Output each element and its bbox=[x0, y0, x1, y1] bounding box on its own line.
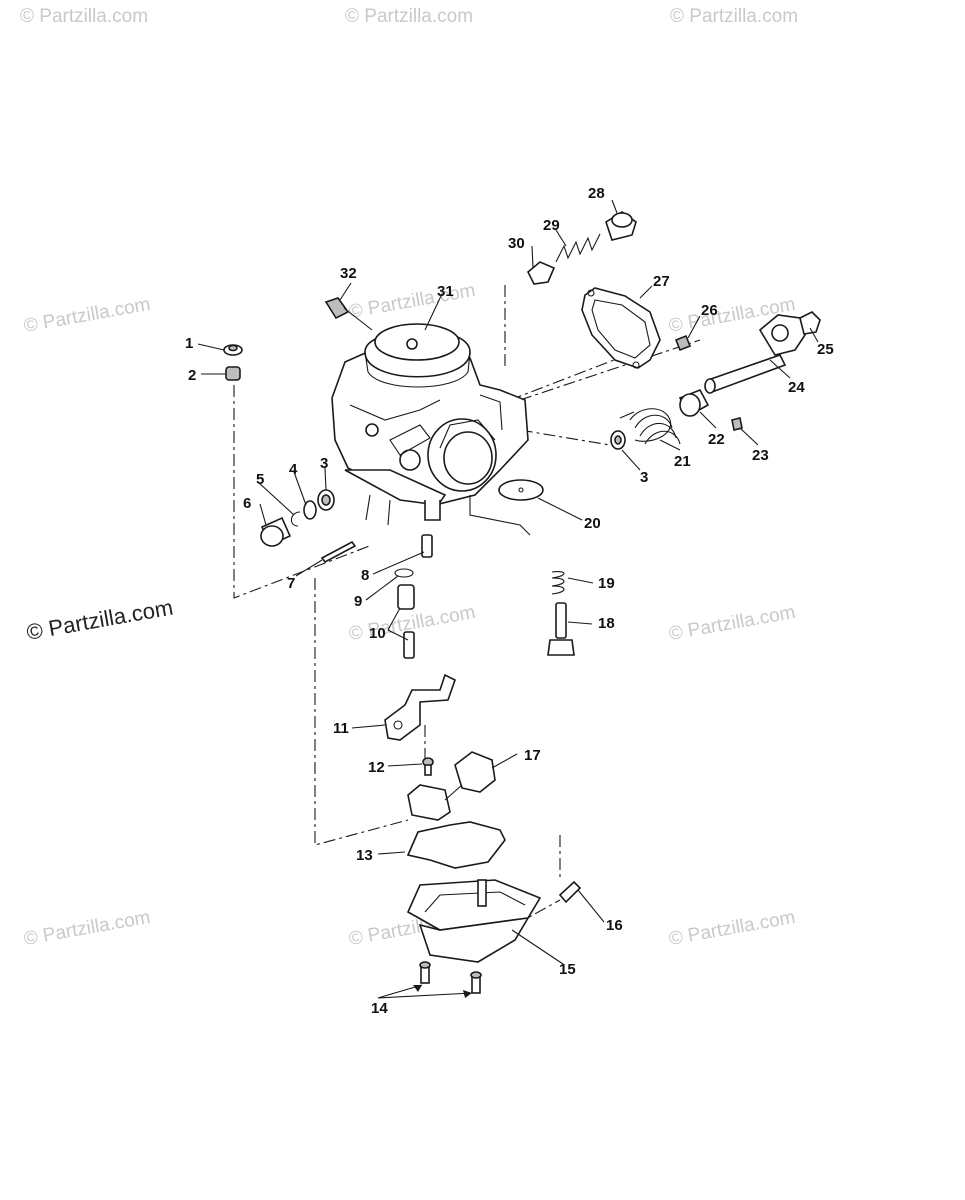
part-21-spring bbox=[619, 408, 681, 445]
part-11-bracket bbox=[384, 673, 456, 741]
part-label-9: 9 bbox=[354, 593, 362, 610]
part-3-washer-right bbox=[610, 430, 626, 450]
part-label-11: 11 bbox=[333, 720, 349, 737]
part-label-31: 31 bbox=[437, 283, 454, 300]
part-23-screw bbox=[731, 417, 743, 431]
part-label-5: 5 bbox=[256, 471, 264, 488]
part-label-1: 1 bbox=[185, 335, 193, 352]
part-6-cap bbox=[260, 516, 292, 547]
part-label-32: 32 bbox=[340, 265, 357, 282]
part-17-float bbox=[407, 751, 496, 821]
part-labels: 1 2 3 3 4 5 6 7 8 9 10 11 12 13 14 15 16… bbox=[185, 185, 834, 1017]
watermark-text: © Partzilla.com bbox=[22, 294, 152, 337]
part-label-12: 12 bbox=[368, 759, 385, 776]
part-29-spring bbox=[555, 233, 601, 263]
part-32-screw bbox=[324, 297, 373, 331]
part-4-oring bbox=[303, 500, 317, 520]
part-label-13: 13 bbox=[356, 847, 373, 864]
part-label-29: 29 bbox=[543, 217, 560, 234]
part-26-screw bbox=[674, 334, 692, 352]
part-label-16: 16 bbox=[606, 917, 623, 934]
part-label-2: 2 bbox=[188, 367, 196, 384]
carburetor-body bbox=[331, 323, 531, 536]
part-label-15: 15 bbox=[559, 961, 576, 978]
part-10-needle-valve bbox=[397, 584, 415, 659]
part-12-screw bbox=[422, 757, 434, 776]
watermark-text: © Partzilla.com bbox=[347, 280, 477, 323]
part-label-7: 7 bbox=[287, 575, 295, 592]
part-label-10: 10 bbox=[369, 625, 386, 642]
part-5-clip bbox=[290, 511, 301, 527]
arrowheads bbox=[413, 985, 472, 998]
part-30-plunger bbox=[527, 261, 556, 285]
part-28-cap bbox=[605, 211, 637, 241]
part-label-23: 23 bbox=[752, 447, 769, 464]
watermark-text: © Partzilla.com bbox=[667, 602, 797, 645]
part-22-bushing bbox=[678, 388, 710, 417]
watermark-text: © Partzilla.com bbox=[667, 907, 797, 950]
part-label-3: 3 bbox=[320, 455, 328, 472]
part-label-8: 8 bbox=[361, 567, 369, 584]
part-label-24: 24 bbox=[788, 379, 805, 396]
part-label-28: 28 bbox=[588, 185, 605, 202]
watermark-text: © Partzilla.com bbox=[345, 6, 473, 27]
part-25-nut bbox=[799, 311, 821, 335]
watermark-text: © Partzilla.com bbox=[670, 6, 798, 27]
part-1-cap bbox=[223, 344, 243, 356]
part-label-30: 30 bbox=[508, 235, 525, 252]
part-16-screw bbox=[558, 880, 582, 904]
part-label-25: 25 bbox=[817, 341, 834, 358]
part-2-plug bbox=[225, 366, 241, 381]
part-label-21: 21 bbox=[674, 453, 691, 470]
part-label-6: 6 bbox=[243, 495, 251, 512]
part-9-oring bbox=[394, 568, 414, 578]
part-15-float-bowl bbox=[406, 879, 542, 963]
part-label-3: 3 bbox=[640, 469, 648, 486]
part-18-pilot-screw bbox=[547, 602, 575, 656]
part-19-spring bbox=[551, 571, 565, 595]
watermark-main-text: © Partzilla.com bbox=[25, 595, 175, 645]
part-label-22: 22 bbox=[708, 431, 725, 448]
part-8-jet bbox=[421, 534, 433, 558]
part-20-diaphragm bbox=[498, 479, 544, 501]
part-label-20: 20 bbox=[584, 515, 601, 532]
part-14-screws bbox=[419, 961, 482, 994]
watermark-text: © Partzilla.com bbox=[20, 6, 148, 27]
part-label-17: 17 bbox=[524, 747, 541, 764]
part-label-26: 26 bbox=[701, 302, 718, 319]
part-27-cover bbox=[581, 287, 661, 369]
watermark-text: © Partzilla.com bbox=[22, 907, 152, 950]
part-3-washer-left bbox=[317, 489, 335, 511]
part-13-gasket bbox=[406, 821, 506, 869]
part-label-4: 4 bbox=[289, 461, 298, 478]
leader-lines bbox=[197, 199, 819, 999]
part-label-19: 19 bbox=[598, 575, 615, 592]
part-24-shaft bbox=[704, 314, 806, 394]
part-label-18: 18 bbox=[598, 615, 615, 632]
part-label-14: 14 bbox=[371, 1000, 388, 1017]
part-7-pin bbox=[320, 540, 357, 564]
part-label-27: 27 bbox=[653, 273, 670, 290]
